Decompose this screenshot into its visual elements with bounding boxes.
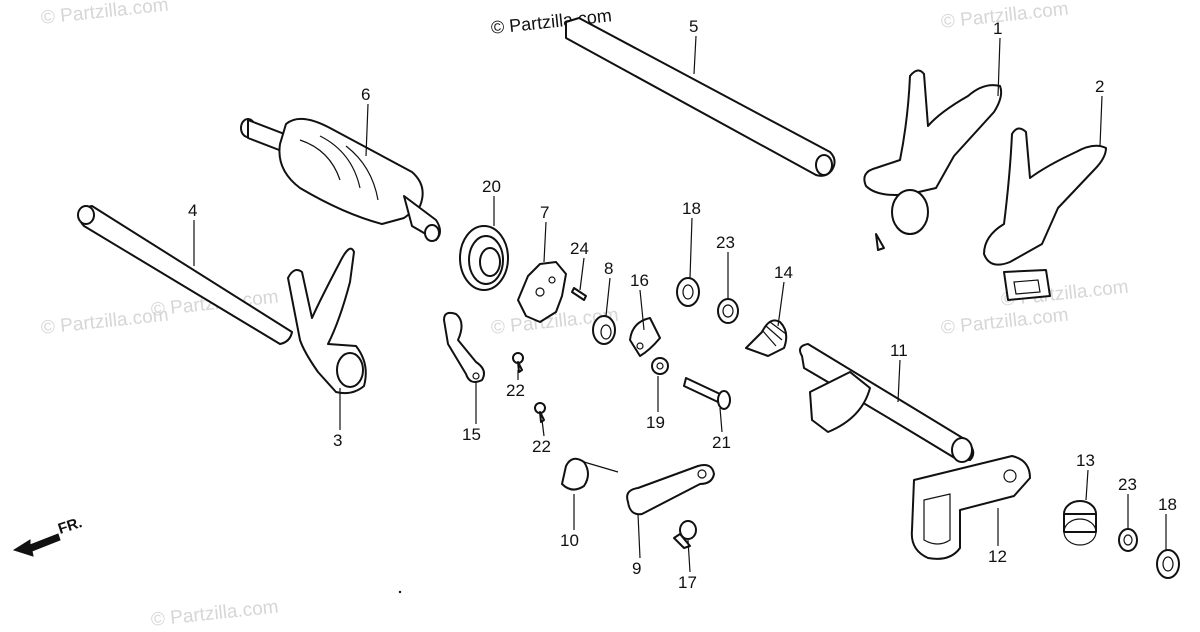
part-shaft-5[interactable] [565,17,836,177]
part-shift-fork-3[interactable] [287,247,367,395]
callout-14: 14 [774,263,793,282]
callout-labels: 1 2 3 4 5 6 7 8 9 10 11 12 13 14 15 16 1… [188,17,1177,592]
callout-12: 12 [988,547,1007,566]
callout-13: 13 [1076,451,1095,470]
part-pin-24[interactable] [571,287,587,301]
part-washer-18-lower[interactable] [1156,549,1180,579]
part-shaft-4[interactable] [77,205,293,345]
callout-9: 9 [632,559,641,578]
callout-17: 17 [678,573,697,592]
part-shift-drum-6[interactable] [240,117,441,242]
callout-16: 16 [630,271,649,290]
callout-22-upper: 22 [506,381,525,400]
part-bolt-21[interactable] [683,377,731,410]
callout-2: 2 [1095,77,1104,96]
callout-7: 7 [540,203,549,222]
part-circlip-23-lower[interactable] [1118,528,1138,552]
part-return-spring-10[interactable] [561,457,619,491]
callout-18-lower: 18 [1158,495,1177,514]
front-arrow-icon [12,533,61,557]
part-star-plate-7[interactable] [517,261,567,323]
part-screw-22-lower[interactable] [534,402,546,423]
part-linkage-9[interactable] [626,464,715,516]
part-circlip-23-upper[interactable] [717,298,739,324]
callout-23-lower: 23 [1118,475,1137,494]
part-bearing-20[interactable] [459,225,509,291]
part-stopper-arm-15[interactable] [443,311,485,383]
callout-3: 3 [333,431,342,450]
part-shift-fork-1[interactable] [863,69,1003,251]
callout-10: 10 [560,531,579,550]
callout-8: 8 [604,259,613,278]
callout-11: 11 [890,341,908,360]
part-screw-22-upper[interactable] [512,352,524,373]
parts-exploded-diagram: 1 2 3 4 5 6 7 8 9 10 11 12 13 14 15 16 1… [12,17,1180,594]
front-label: FR. [56,514,84,538]
part-bolt-17[interactable] [673,520,697,549]
stray-dot [398,590,402,594]
part-spring-14[interactable] [745,319,788,357]
part-shift-plate-12[interactable] [910,455,1031,560]
part-collar-13[interactable] [1063,500,1097,546]
part-collar-8[interactable] [592,315,616,345]
callout-15: 15 [462,425,481,444]
callout-21: 21 [712,433,731,452]
callout-18-upper: 18 [682,199,701,218]
front-direction-indicator: FR. [12,514,84,557]
callout-23-upper: 23 [716,233,735,252]
callout-5: 5 [689,17,698,36]
callout-24: 24 [570,239,589,258]
part-shift-fork-2[interactable] [983,127,1107,301]
callout-6: 6 [361,85,370,104]
part-washer-18-upper[interactable] [676,277,700,307]
part-washer-19[interactable] [651,357,669,375]
part-stopper-16[interactable] [629,317,661,357]
part-spindle-11[interactable] [799,343,975,463]
callout-1: 1 [993,19,1002,38]
callout-20: 20 [482,177,501,196]
leader-lines [193,35,1167,573]
callout-19: 19 [646,413,665,432]
callout-4: 4 [188,201,197,220]
callout-22-lower: 22 [532,437,551,456]
